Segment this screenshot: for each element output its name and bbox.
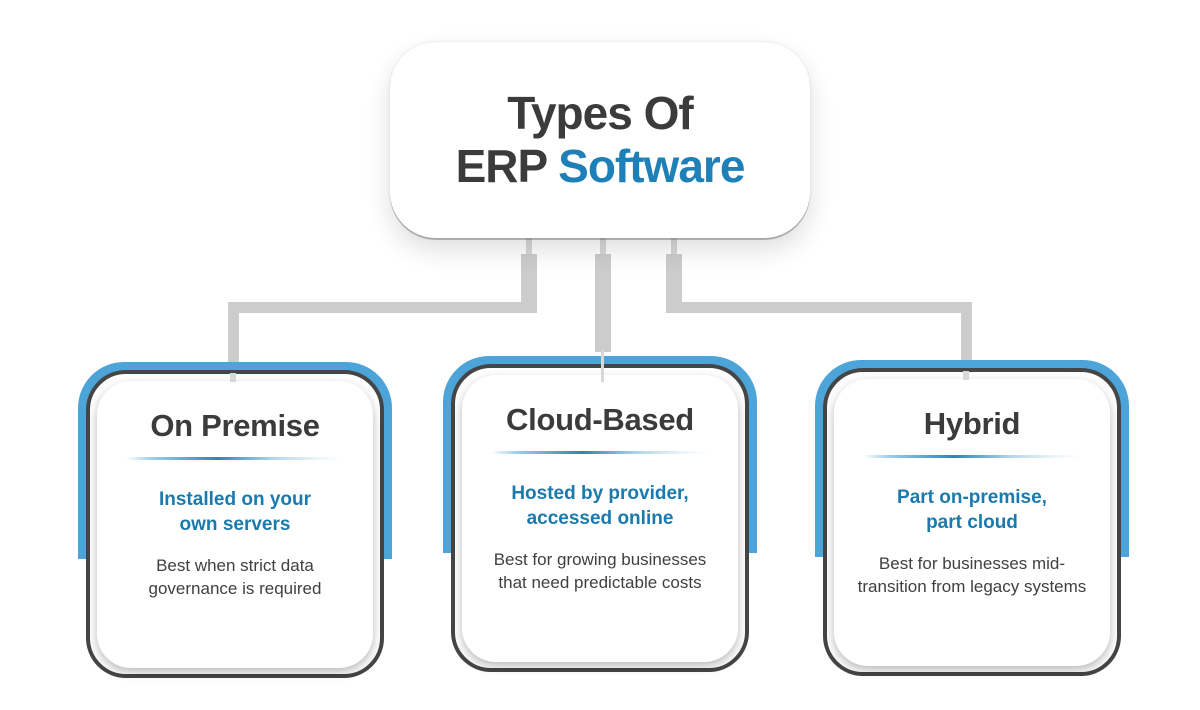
connector-stub-right [671, 238, 677, 256]
title-line-1: Types Of [507, 86, 693, 139]
card-divider [126, 457, 344, 461]
blue-frame [78, 362, 392, 559]
connector-horizontal-left [228, 302, 537, 313]
blue-frame [443, 356, 757, 553]
card-divider [863, 455, 1081, 459]
card-description: Best for growing businesses that need pr… [493, 550, 707, 593]
card-divider [491, 451, 709, 455]
title-line-2: ERP Software [455, 140, 746, 193]
connector-tail-right [963, 371, 969, 380]
card-description: Best when strict data governance is requ… [148, 556, 322, 599]
card-on-premise: On Premise Installed on your own servers… [78, 362, 392, 680]
dark-frame [86, 370, 384, 678]
connector-tail-middle [601, 350, 604, 382]
connector-stub-left [526, 238, 532, 256]
card-subtitle: Part on-premise, part cloud [897, 487, 1047, 534]
title-erp-text: ERP [455, 140, 559, 192]
connector-horizontal-right [666, 302, 972, 313]
card-title: Hybrid [923, 406, 1021, 441]
card-body: On Premise Installed on your own servers… [97, 381, 373, 668]
connector-bar-right [666, 254, 682, 312]
title-card: Types Of ERP Software [390, 42, 810, 238]
connector-drop-right [961, 302, 972, 362]
card-title: On Premise [150, 408, 320, 443]
card-body: Cloud-Based Hosted by provider, accessed… [462, 375, 738, 662]
connector-stub-middle [600, 238, 606, 256]
card-description: Best for businesses mid- transition from… [857, 554, 1087, 597]
card-cloud-based: Cloud-Based Hosted by provider, accessed… [443, 356, 757, 674]
blue-frame [815, 360, 1129, 557]
connector-bar-middle [595, 254, 611, 352]
connector-drop-left [228, 302, 239, 364]
connector-tail-left [230, 373, 236, 382]
dark-frame [451, 364, 749, 672]
card-subtitle: Hosted by provider, accessed online [511, 483, 689, 530]
card-body: Hybrid Part on-premise, part cloud Best … [834, 379, 1110, 666]
card-subtitle: Installed on your own servers [158, 489, 312, 536]
card-title: Cloud-Based [506, 402, 694, 437]
card-hybrid: Hybrid Part on-premise, part cloud Best … [815, 360, 1129, 678]
dark-frame [823, 368, 1121, 676]
title-software-text: Software [558, 140, 745, 192]
connector-bar-left [521, 254, 537, 312]
